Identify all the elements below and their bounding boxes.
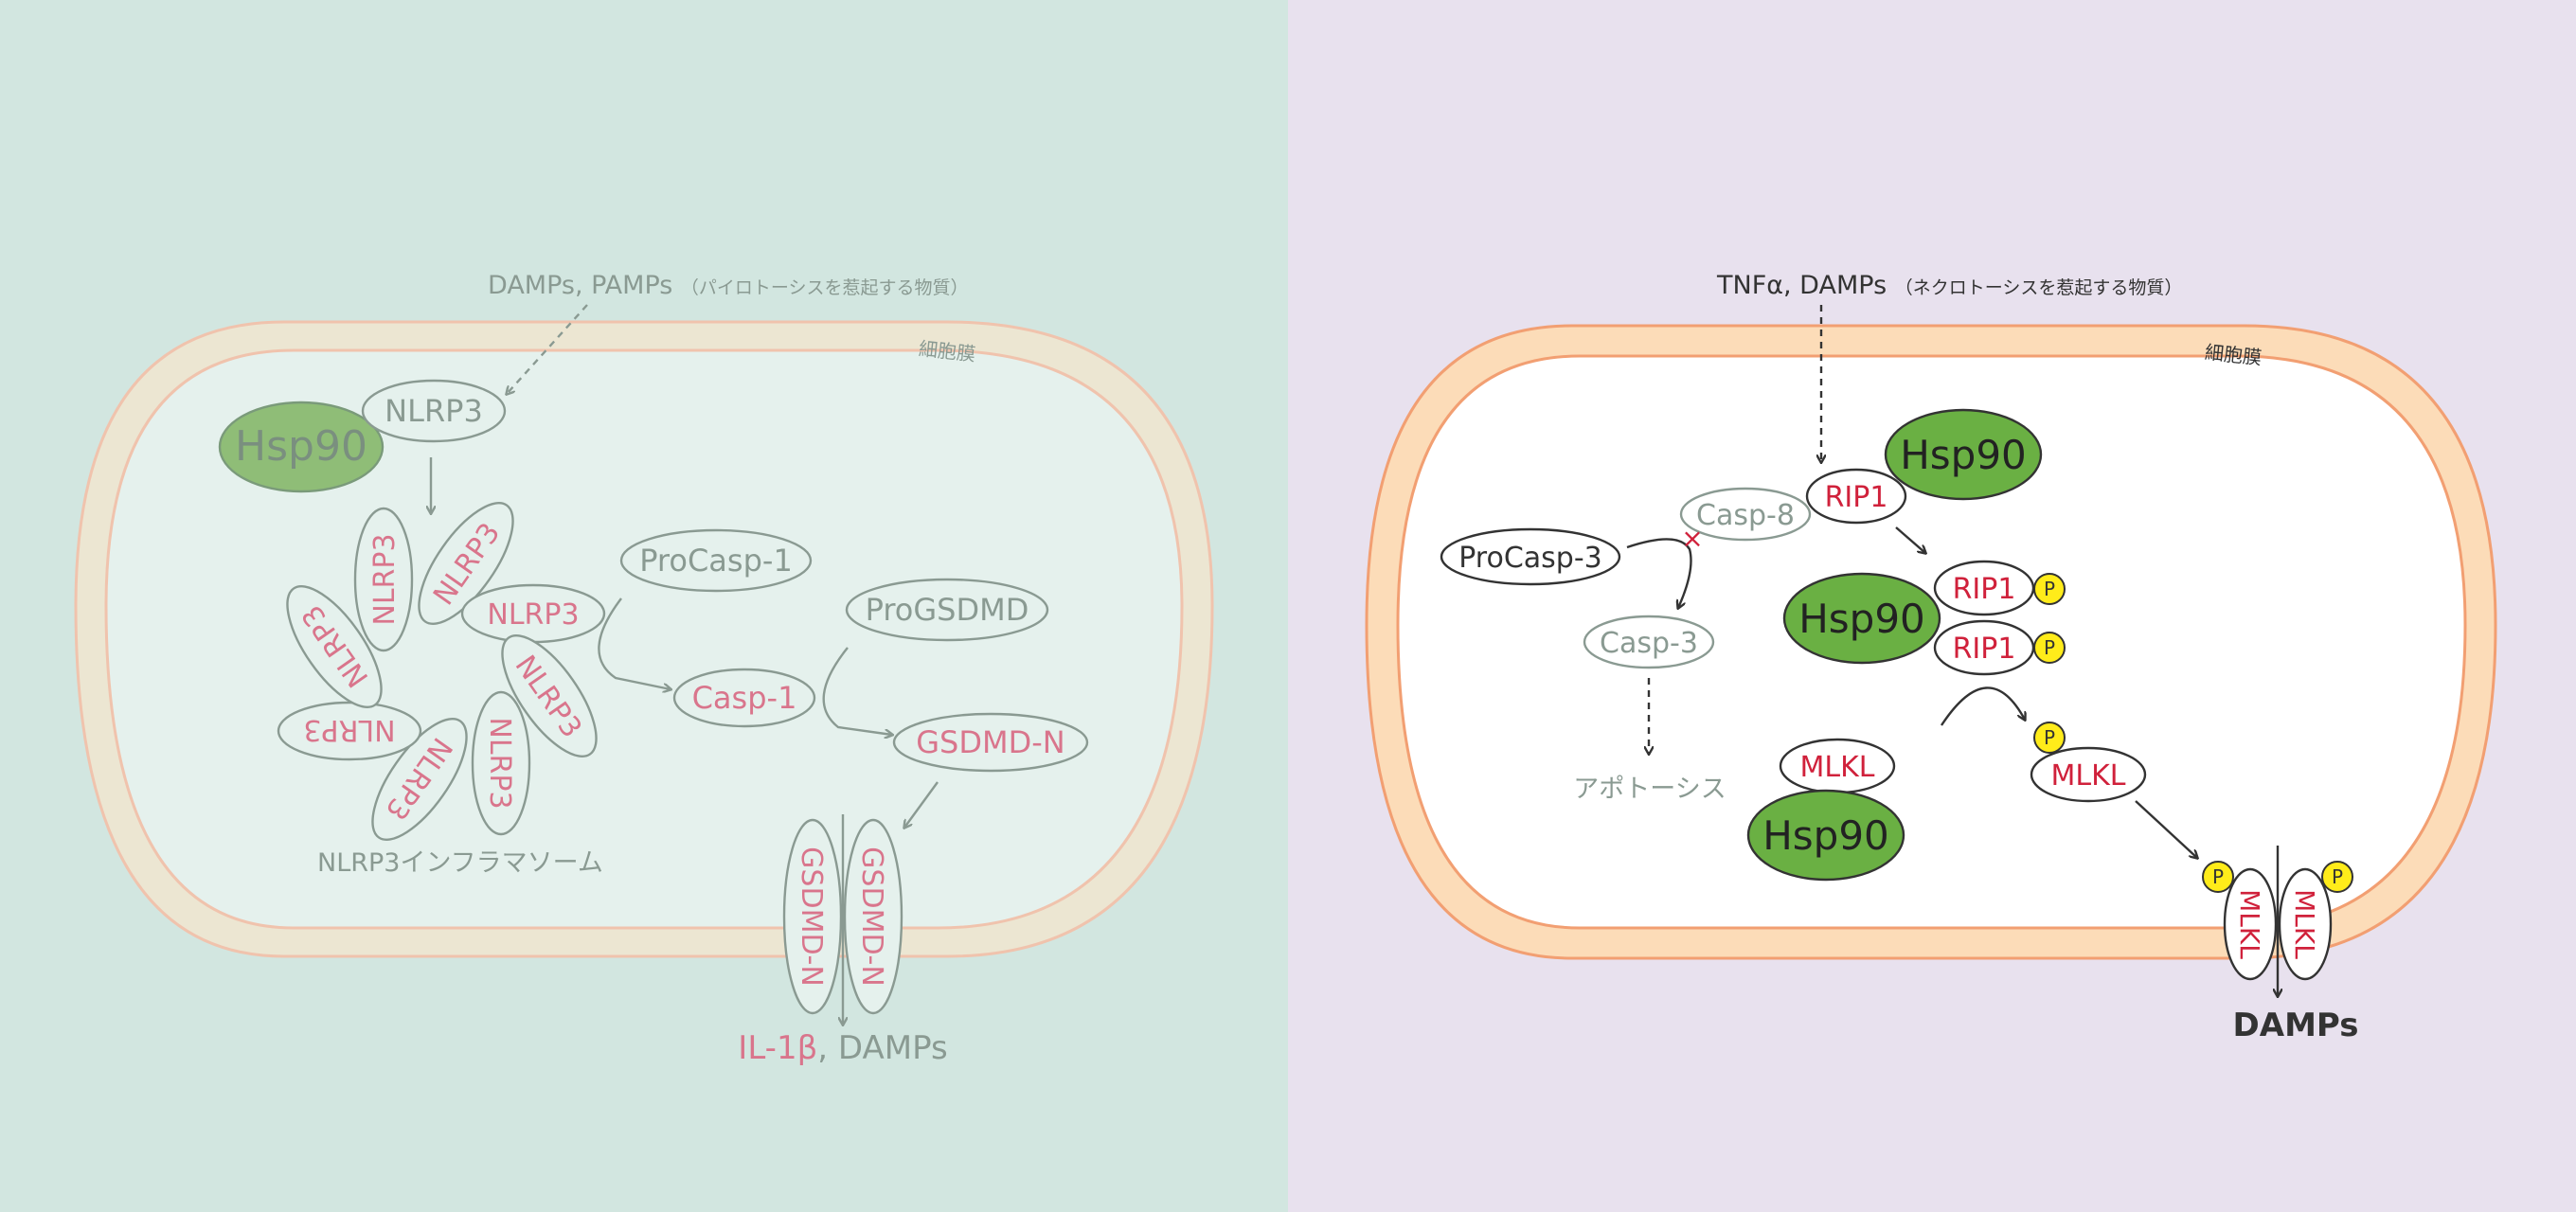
mlkl-phosphate bbox=[2033, 722, 2066, 754]
output-il1b: IL-1β bbox=[738, 1029, 817, 1067]
mlkl-pore-left-phosphate-label: P bbox=[2212, 865, 2224, 888]
svg-text:NLRP3: NLRP3 bbox=[483, 717, 516, 809]
svg-text:GSDMD-N: GSDMD-N bbox=[795, 847, 828, 987]
inflammasome-nlrp3-5: NLRP3 bbox=[471, 690, 531, 836]
right-output-damps: DAMPs bbox=[2233, 1007, 2359, 1044]
left-output-label: IL-1β, DAMPs bbox=[738, 1029, 947, 1067]
left-nlrp3-free bbox=[361, 379, 507, 443]
left-cytoplasm bbox=[104, 348, 1184, 930]
right-hsp90-bottom-label: Hsp90 bbox=[1762, 812, 1889, 859]
mlkl-phospho bbox=[2030, 746, 2147, 803]
gsdmd-n bbox=[892, 712, 1089, 773]
rip1-phospho-1-label: RIP1 bbox=[1953, 573, 2016, 606]
procasp3-to-casp3-arrow bbox=[1626, 538, 1692, 608]
rip1-1-phosphate bbox=[2033, 573, 2066, 605]
progsdmd-to-gsdmdn-arrow bbox=[822, 647, 892, 735]
mlkl-pore-left-phosphate bbox=[2202, 861, 2234, 893]
inflammasome-label: NLRP3インフラマソーム bbox=[317, 848, 603, 878]
nlrp3-inflammasome: NLRP3 NLRP3 NLRP3 NLRP3 NLRP3 NLRP3 bbox=[277, 501, 606, 842]
right-hsp90-middle bbox=[1782, 572, 1941, 665]
right-panel: 細胞膜 TNFα, DAMPs （ネクロトーシスを惹起する物質） Hsp90 R… bbox=[1288, 0, 2576, 1212]
casp8-label: Casp-8 bbox=[1696, 499, 1795, 532]
right-hsp90-middle-label: Hsp90 bbox=[1798, 596, 1925, 642]
left-stimulus-arrow bbox=[507, 304, 588, 394]
rip1-top-label: RIP1 bbox=[1825, 481, 1888, 514]
casp3 bbox=[1583, 615, 1715, 669]
svg-text:NLRP3: NLRP3 bbox=[303, 713, 395, 746]
gsdmd-n-label: GSDMD-N bbox=[916, 724, 1064, 760]
mlkl-pore-right-phosphate bbox=[2321, 861, 2353, 893]
right-stimulus-main: TNFα, DAMPs bbox=[1716, 271, 1887, 300]
svg-text:MLKL: MLKL bbox=[2289, 889, 2320, 959]
procasp3 bbox=[1440, 527, 1621, 586]
mlkl-pore: MLKL MLKL P P bbox=[2202, 846, 2353, 996]
left-hsp90-label: Hsp90 bbox=[235, 422, 367, 471]
casp3-label: Casp-3 bbox=[1600, 627, 1698, 660]
casp8 bbox=[1679, 487, 1812, 542]
output-separator: , bbox=[817, 1029, 838, 1067]
casp1-label: Casp-1 bbox=[692, 680, 797, 716]
progsdmd-label: ProGSDMD bbox=[866, 592, 1029, 628]
procasp1-label: ProCasp-1 bbox=[639, 543, 793, 579]
left-output-damps: DAMPs bbox=[838, 1029, 948, 1067]
rip1-2-phosphate bbox=[2033, 632, 2066, 664]
mlkl-phospho-label: MLKL bbox=[2051, 759, 2126, 793]
mlkl-pore-right: MLKL bbox=[2278, 867, 2333, 981]
left-panel: 細胞膜 DAMPs, PAMPs （パイロトーシスを惹起する物質） Hsp90 … bbox=[0, 0, 1288, 1212]
mlkl-pore-left: MLKL bbox=[2223, 867, 2278, 981]
inflammasome-nlrp3-7: NLRP3 bbox=[277, 701, 422, 761]
right-stimulus-note: （ネクロトーシスを惹起する物質） bbox=[1895, 277, 2183, 298]
casp1 bbox=[672, 668, 816, 728]
right-hsp90-bottom bbox=[1746, 789, 1905, 882]
procasp1 bbox=[619, 528, 813, 593]
casp8-inhibition-mark: × bbox=[1681, 523, 1703, 554]
gsdmd-pore-right: GSDMD-N bbox=[843, 818, 903, 1015]
mlkl-phosphorylation-arrow bbox=[1940, 686, 2025, 726]
mlkl-pore-right-phosphate-label: P bbox=[2332, 865, 2343, 888]
rip1-1-phosphate-label: P bbox=[2044, 578, 2055, 600]
mlkl-phosphate-label: P bbox=[2044, 726, 2055, 749]
right-hsp90-top bbox=[1884, 408, 2043, 501]
mlkl-to-membrane-arrow bbox=[2135, 800, 2197, 858]
gsdmd-pore-left: GSDMD-N bbox=[782, 818, 843, 1015]
rip1-phospho-1 bbox=[1933, 560, 2035, 616]
svg-text:NLRP3: NLRP3 bbox=[368, 533, 402, 625]
right-stimulus-label: TNFα, DAMPs （ネクロトーシスを惹起する物質） bbox=[1716, 271, 2182, 300]
apoptosis-label: アポトーシス bbox=[1573, 775, 1726, 804]
procasp3-label: ProCasp-3 bbox=[1458, 542, 1602, 575]
svg-text:GSDMD-N: GSDMD-N bbox=[855, 847, 888, 987]
rip1-2-phosphate-label: P bbox=[2044, 636, 2055, 659]
rip1-top bbox=[1805, 468, 1907, 525]
inflammasome-nlrp3-1: NLRP3 bbox=[353, 507, 414, 652]
inflammasome-nlrp3-3: NLRP3 bbox=[460, 583, 606, 644]
inflammasome-nlrp3-2: NLRP3 bbox=[418, 501, 514, 626]
right-hsp90-top-label: Hsp90 bbox=[1900, 432, 2027, 478]
left-stimulus-main: DAMPs, PAMPs bbox=[488, 271, 672, 300]
progsdmd bbox=[845, 578, 1049, 642]
gsdmd-n-to-pore-arrow bbox=[904, 781, 939, 828]
svg-text:MLKL: MLKL bbox=[2234, 889, 2265, 959]
svg-text:NLRP3: NLRP3 bbox=[487, 598, 579, 632]
procasp1-to-casp1-arrow bbox=[598, 597, 671, 689]
left-stimulus-note: （パイロトーシスを惹起する物質） bbox=[681, 277, 969, 298]
left-stimulus-label: DAMPs, PAMPs （パイロトーシスを惹起する物質） bbox=[488, 271, 969, 300]
gsdmd-pore: GSDMD-N GSDMD-N bbox=[782, 814, 903, 1025]
rip1-phospho-2-label: RIP1 bbox=[1953, 633, 2016, 666]
left-nlrp3-free-label: NLRP3 bbox=[385, 393, 483, 429]
mlkl-bound-label: MLKL bbox=[1800, 751, 1875, 784]
rip1-to-complex-arrow bbox=[1895, 526, 1925, 553]
left-hsp90 bbox=[218, 401, 385, 493]
